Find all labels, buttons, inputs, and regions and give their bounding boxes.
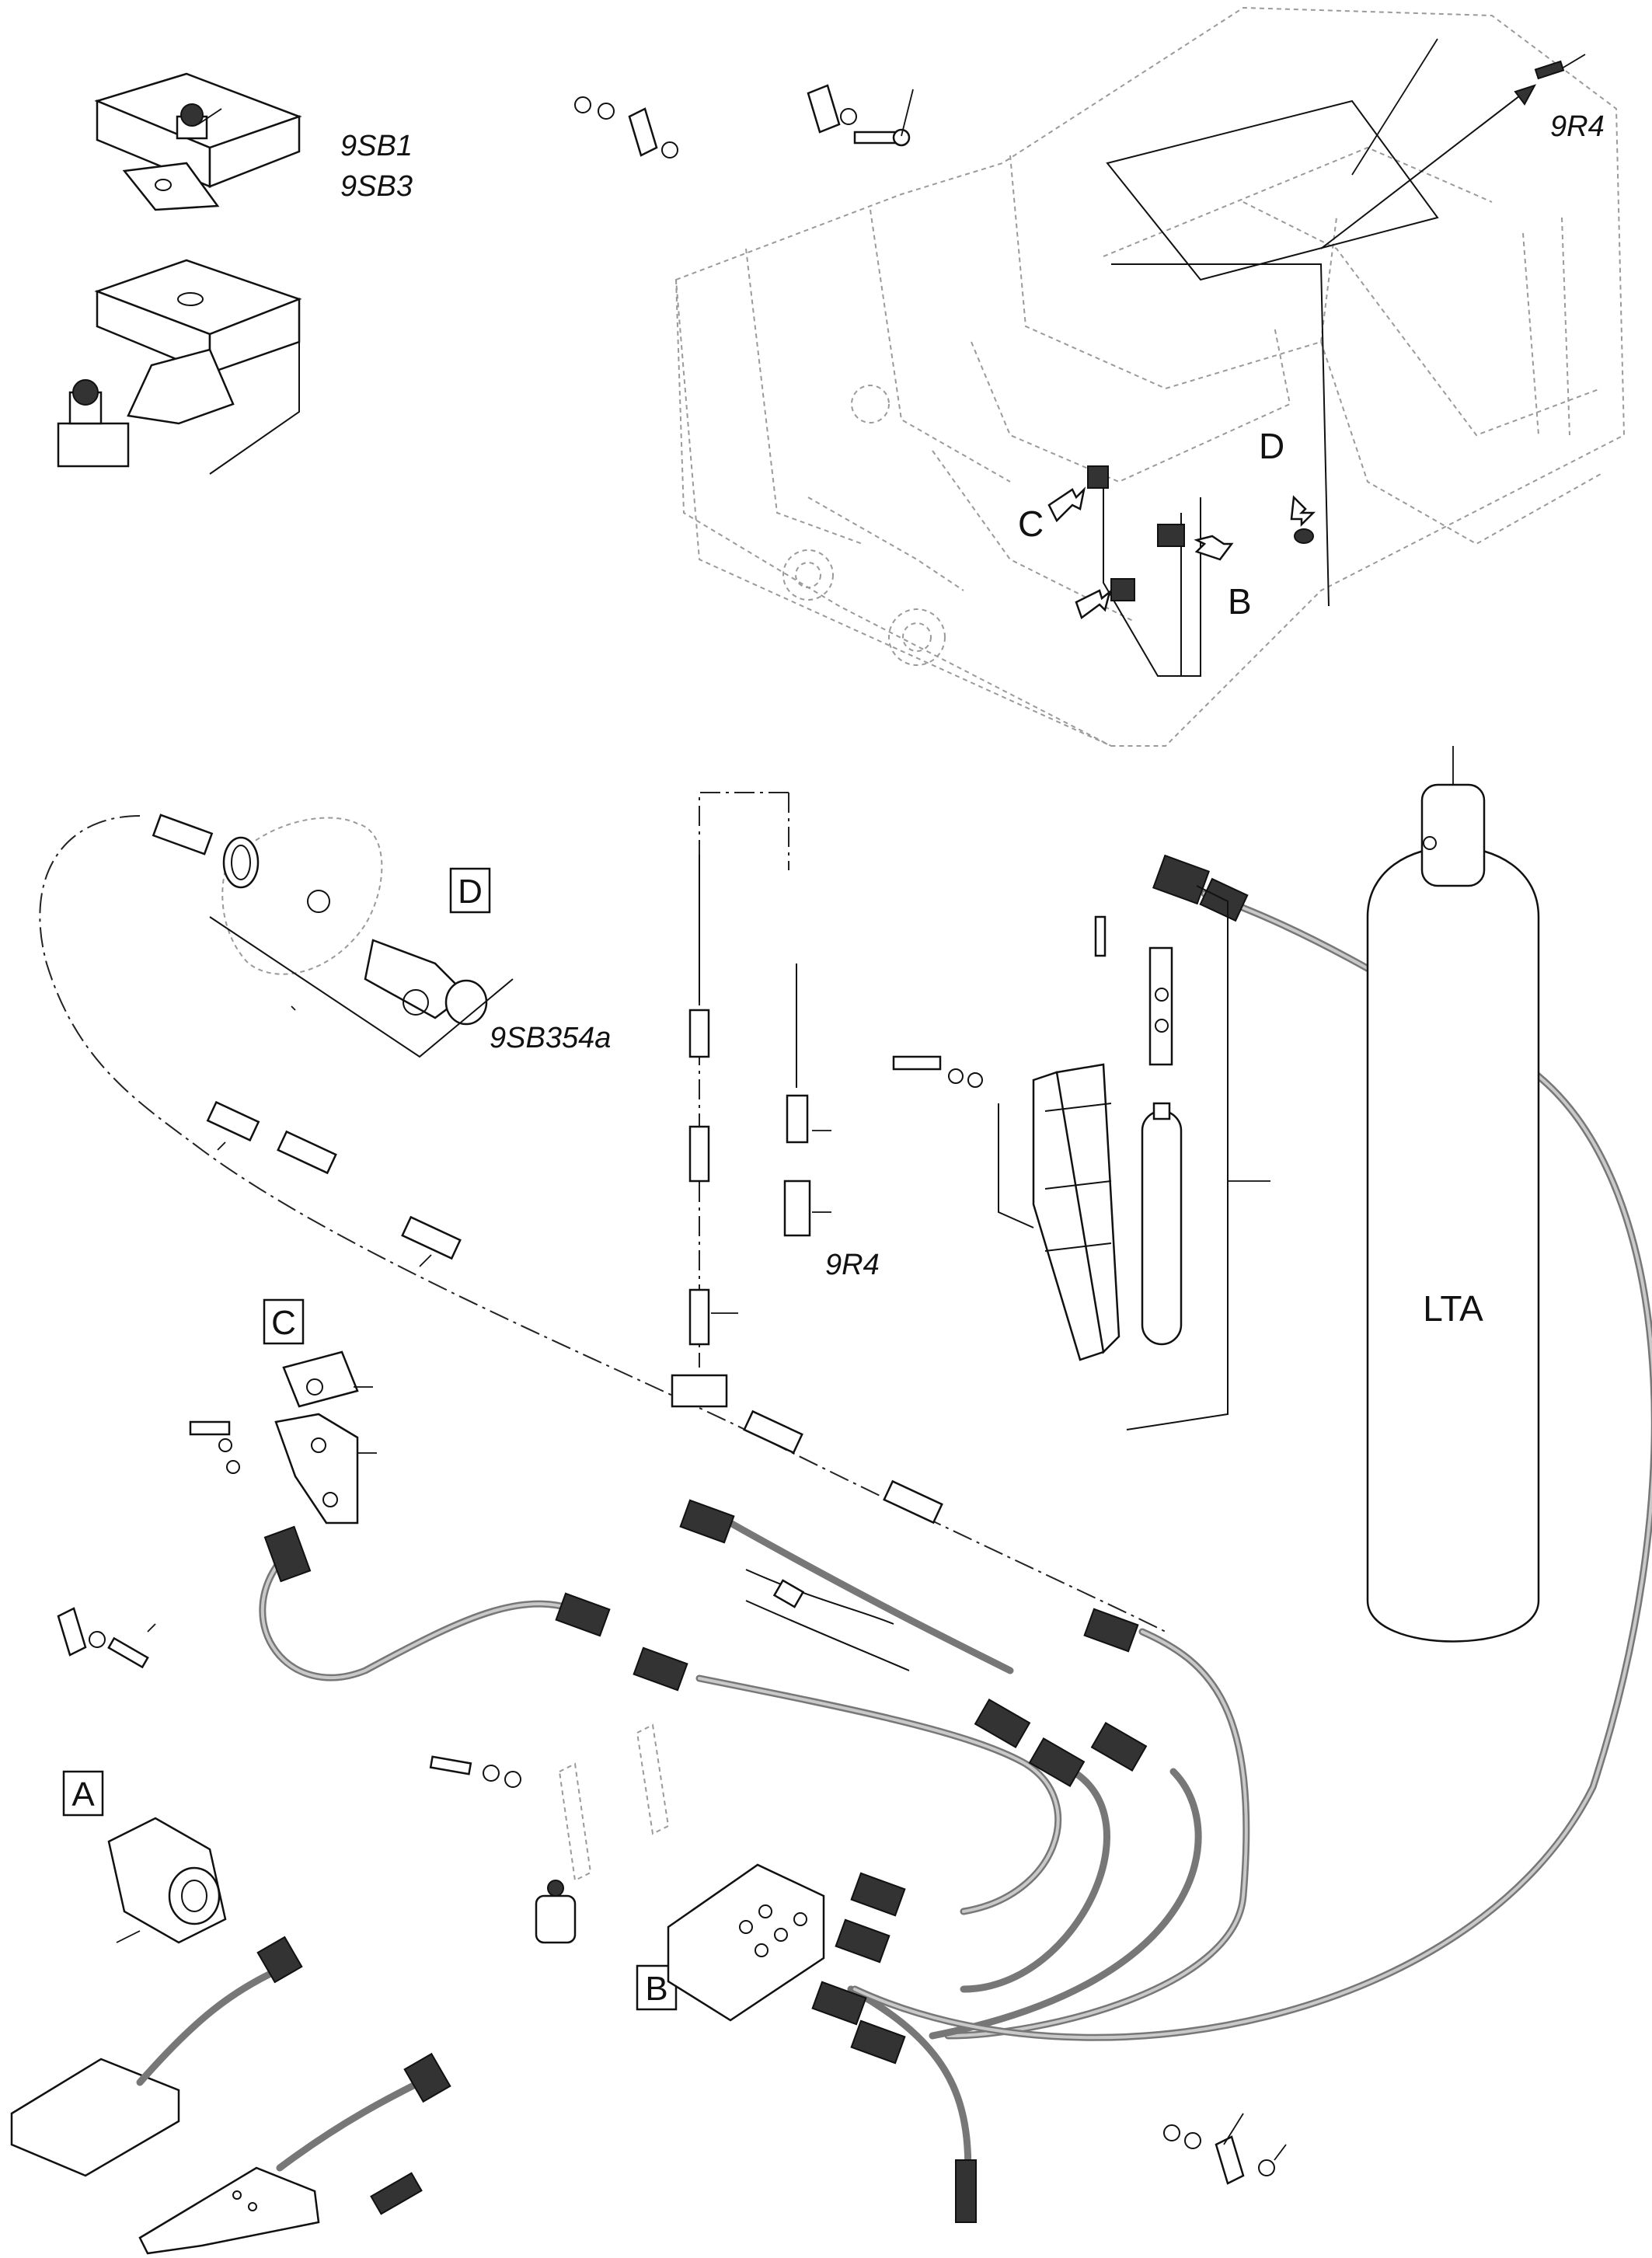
- switch-assembly-upper: [94, 72, 302, 211]
- sensor-9r4-mid-label: 9R4: [825, 1249, 880, 1281]
- remote-units: [10, 1936, 451, 2255]
- cylinder-assembly: [892, 885, 1270, 1430]
- view-c-label: C: [1018, 504, 1044, 544]
- box-b: [636, 1964, 678, 2011]
- machine-overview: [674, 6, 1626, 747]
- connector-chain: [206, 1100, 943, 1524]
- box-c-label: C: [271, 1304, 296, 1342]
- box-c: [263, 1298, 305, 1345]
- hardware-bottom-right: [1163, 2113, 1287, 2185]
- view-b-label: B: [1228, 581, 1252, 622]
- sensor-9sb354a-label: 9SB354a: [490, 1022, 611, 1054]
- bracket-c-group: [189, 1350, 377, 1524]
- view-d-label: D: [1259, 426, 1284, 466]
- switch-assembly-lower: [57, 259, 302, 475]
- sensor-9sb1-label: 9SB1: [340, 130, 413, 162]
- antenna-9r4-group: [688, 855, 831, 1346]
- sensor-9sb3-label: 9SB3: [340, 170, 413, 203]
- hardware-top: [574, 84, 914, 159]
- box-a: [62, 1770, 104, 1817]
- lta-cylinder: [1366, 746, 1540, 1643]
- sensor-d-group: [152, 814, 514, 1058]
- sensor-9r4-label: 9R4: [1550, 110, 1605, 143]
- box-d-label: D: [458, 873, 483, 911]
- junction-b-group: [429, 1723, 825, 2022]
- hardware-left: [57, 1607, 156, 1669]
- box-b-label: B: [645, 1970, 667, 2008]
- box-d: [449, 867, 491, 914]
- switch-a-group: [107, 1817, 227, 1944]
- box-a-label: A: [71, 1775, 95, 1814]
- lta-cylinder-label: LTA: [1423, 1288, 1483, 1329]
